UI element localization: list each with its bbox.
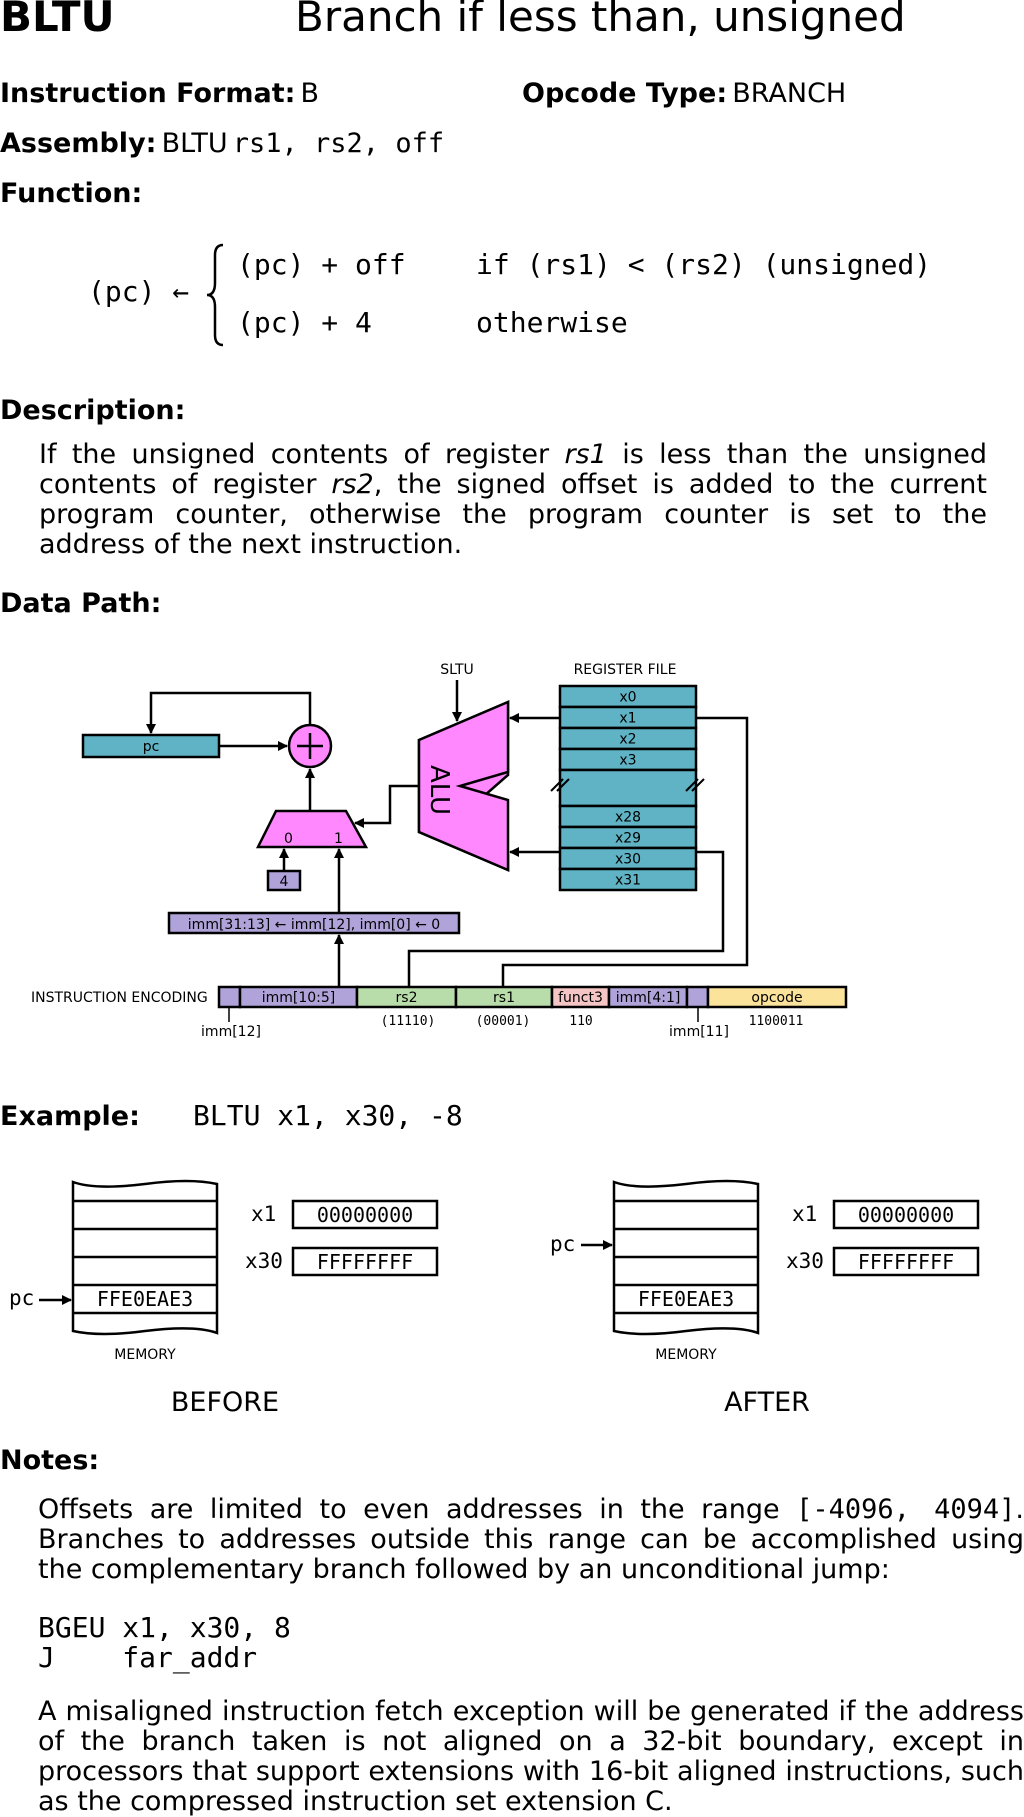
register-label: x0 [619, 690, 636, 706]
encoding-field [217, 985, 242, 1009]
register-label: x29 [615, 831, 641, 847]
encoding-field-label: funct3 [558, 990, 603, 1006]
pc-register-label: pc [143, 739, 160, 755]
mux-input-1: 1 [334, 831, 343, 847]
register-label: x1 [619, 711, 636, 727]
encoding-field-label: rs2 [396, 990, 418, 1006]
imm-extend-label: imm[31:13] ← imm[12], imm[0] ← 0 [188, 917, 440, 933]
opcode-type: Opcode Type: BRANCH [522, 78, 847, 109]
encoding-field [706, 985, 848, 1009]
encoding-imm12: imm[12] [201, 1024, 261, 1040]
notes-paragraph-2: A misaligned instruction fetch exception… [38, 1696, 1024, 1817]
x1-before-box [291, 1199, 439, 1230]
encoding-field [685, 985, 710, 1009]
notes-code-line-2: J far_addr [38, 1641, 258, 1674]
x30-before-box [291, 1246, 439, 1277]
encoding-rs2-value: (11110) [381, 1014, 436, 1029]
alu-label: ALU [424, 765, 454, 815]
function-lhs: (pc) ← [88, 275, 190, 308]
before-caption: BEFORE [170, 1387, 280, 1418]
x1-before-label: x1 [251, 1202, 277, 1226]
imm-extend-box [167, 911, 461, 935]
memory-before-label: MEMORY [114, 1347, 176, 1363]
encoding-field-label: imm[10:5] [262, 990, 336, 1006]
datapath-heading: Data Path: [0, 588, 162, 619]
example-heading: Example: [0, 1101, 140, 1132]
mux-input-0: 0 [284, 831, 293, 847]
register-label: x28 [615, 810, 641, 826]
instruction-format: Instruction Format: B [0, 78, 320, 109]
register-cell [558, 867, 698, 892]
function-case1-expr: (pc) + off [237, 248, 406, 281]
pc-before-pointer: pc [9, 1286, 35, 1310]
register-label: x31 [615, 873, 641, 889]
memory-after [612, 1179, 760, 1336]
pc-mux [255, 809, 369, 849]
x1-after-label: x1 [792, 1202, 818, 1226]
notes-code-line-1: BGEU x1, x30, 8 [38, 1611, 291, 1644]
assembly-line: Assembly: BLTU rs1, rs2, off [0, 128, 445, 159]
instruction-mnemonic: BLTU [0, 0, 115, 41]
encoding-field-label: imm[4:1] [616, 990, 681, 1006]
x30-after-value: FFFFFFFF [857, 1250, 955, 1274]
register-file: x0 x1 x2 x3 x28 x29 x30 x31 [558, 684, 698, 892]
pc-after-pointer: pc [550, 1232, 576, 1256]
notes-heading: Notes: [0, 1445, 100, 1476]
encoding-field-label: opcode [751, 990, 802, 1006]
constant-four-label: 4 [280, 874, 289, 890]
encoding-funct3-value: 110 [569, 1014, 592, 1029]
notes-paragraph-1: Offsets are limited to even addresses in… [38, 1494, 1024, 1585]
memory-before [71, 1179, 219, 1336]
alu-shape [417, 700, 510, 872]
sltu-label: SLTU [440, 662, 474, 678]
register-label: x30 [615, 852, 641, 868]
encoding-field-label: rs1 [493, 990, 515, 1006]
memory-after-label: MEMORY [655, 1347, 717, 1363]
function-brace [206, 243, 224, 347]
description-text: If the unsigned contents of register rs1… [39, 439, 987, 560]
x30-after-label: x30 [786, 1249, 824, 1273]
x1-after-box [832, 1199, 980, 1230]
memory-before-word: FFE0EAE3 [96, 1287, 194, 1311]
memory-after-word: FFE0EAE3 [637, 1287, 735, 1311]
instruction-encoding: imm[10:5] rs2 rs1 funct3 imm[4:1] opcode [217, 985, 848, 1009]
example-code: BLTU x1, x30, -8 [193, 1099, 463, 1132]
register-cell [558, 768, 698, 808]
encoding-rs1-value: (00001) [476, 1014, 531, 1029]
encoding-label: INSTRUCTION ENCODING [31, 990, 208, 1006]
function-case1-cond: if (rs1) < (rs2) (unsigned) [476, 248, 932, 281]
description-heading: Description: [0, 395, 186, 426]
function-case2-cond: otherwise [476, 306, 628, 339]
x1-before-value: 00000000 [316, 1203, 414, 1227]
instruction-title: Branch if less than, unsigned [295, 0, 906, 41]
encoding-opcode-value: 1100011 [749, 1014, 804, 1029]
x30-before-value: FFFFFFFF [316, 1250, 414, 1274]
register-label: x3 [619, 753, 636, 769]
regfile-title: REGISTER FILE [574, 662, 677, 678]
function-case2-expr: (pc) + 4 [237, 306, 372, 339]
x30-after-box [832, 1246, 980, 1277]
function-heading: Function: [0, 178, 143, 209]
register-label: x2 [619, 732, 636, 748]
encoding-imm11: imm[11] [669, 1024, 729, 1040]
after-caption: AFTER [724, 1387, 810, 1418]
x30-before-label: x30 [245, 1249, 283, 1273]
x1-after-value: 00000000 [857, 1203, 955, 1227]
